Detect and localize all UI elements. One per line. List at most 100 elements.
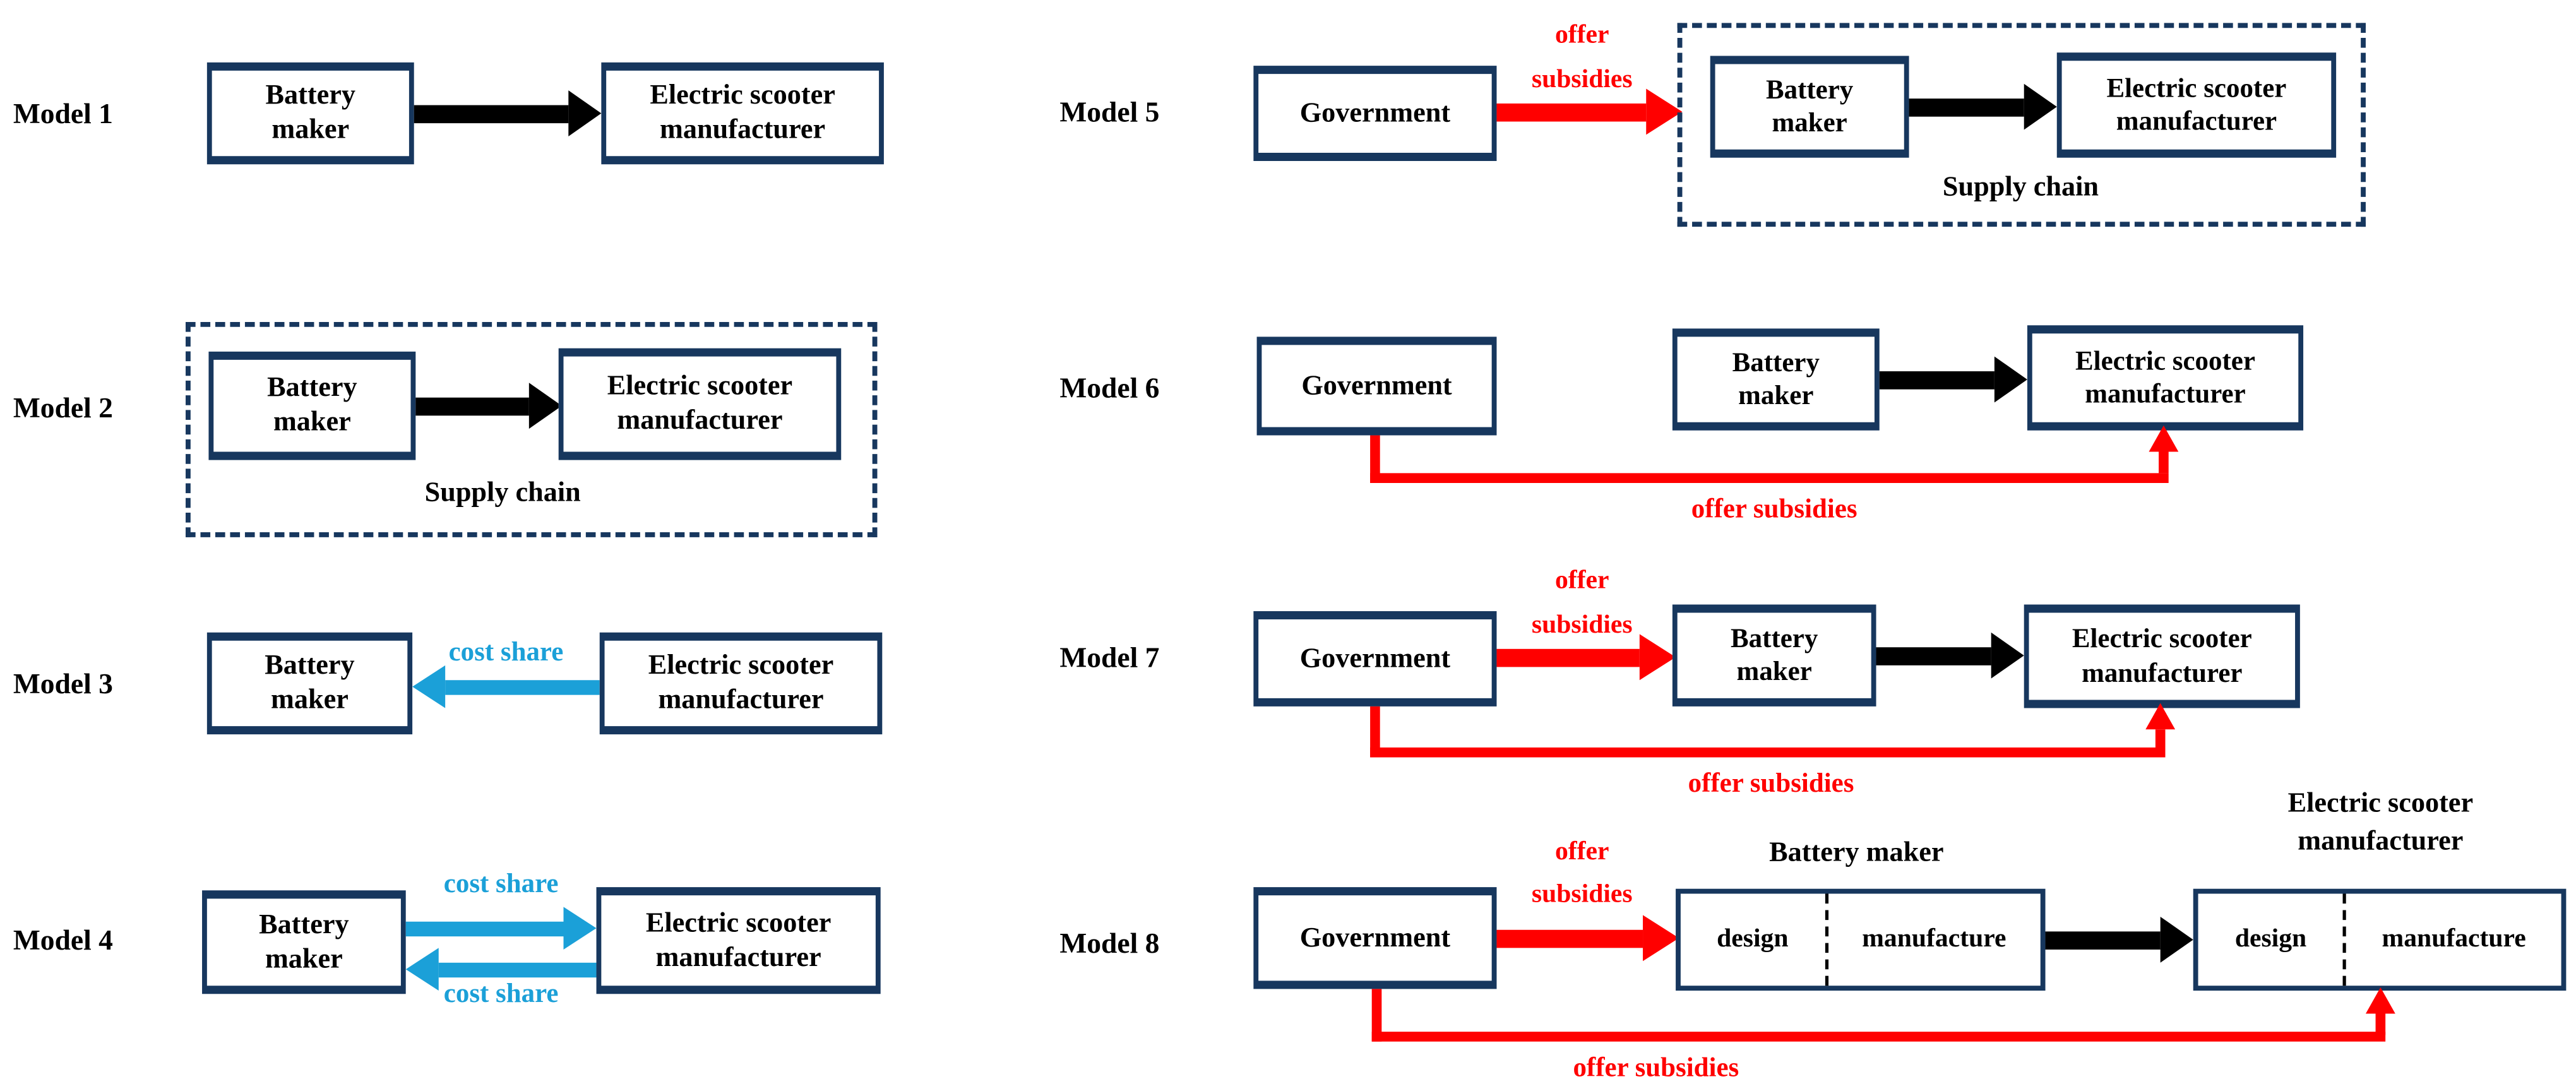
model-7-esm-box: Electric scooter manufacturer (2024, 604, 2300, 708)
model-8-subsidy-path-vertical-left (1371, 989, 1382, 1042)
model-6-government-box: Government (1256, 337, 1497, 436)
model-5-red-arrow-shaft (1496, 102, 1647, 121)
model-6-subsidy-path-vertical-left (1370, 435, 1380, 483)
model-8-black-arrow-shaft (2045, 931, 2161, 949)
model-8-government-box: Government (1253, 887, 1497, 989)
model-4-battery-maker-box: Battery maker (202, 890, 406, 994)
model-5-esm-box: Electric scooter manufacturer (2056, 52, 2337, 158)
model-6-subsidy-arrow-head-up (2149, 425, 2179, 452)
esm-text: Electric scooter manufacturer (650, 79, 835, 145)
model-6-offer-subsidies-label: offer subsidies (1691, 492, 1857, 525)
model-8-offer-subsidies-label-bottom: offer subsidies (1573, 1051, 1739, 1083)
model-4-cost-share-arrow-right-shaft (405, 921, 564, 936)
subsidies-text: subsidies (1531, 880, 1633, 909)
model-7-government-box: Government (1253, 611, 1497, 706)
model-8-subsidy-arrow-head-up (2365, 987, 2395, 1014)
model-6-black-arrow-head (1994, 356, 2027, 403)
offer-text: offer (1554, 21, 1609, 50)
model-8-esm-split-box: design manufacture (2193, 888, 2567, 991)
model-5-offer-subsidies-label: offer subsidies (1479, 13, 1686, 102)
model-7-subsidy-arrow-head-up (2145, 703, 2176, 730)
model-8-esm-title: Electric scooter manufacturer (2287, 787, 2474, 856)
model-4-cost-share-arrow-left-shaft (438, 962, 597, 977)
offer-text: offer (1554, 838, 1609, 866)
model-2-esm-box: Electric scooter manufacturer (558, 348, 842, 460)
model-5-supply-chain-dashed-box (1677, 23, 2366, 227)
model-4-esm-box: Electric scooter manufacturer (596, 887, 881, 994)
model-8-red-arrow-head (1643, 915, 1679, 962)
model-1-battery-maker-box: Battery maker (206, 62, 414, 165)
esm-manufacture-cell: manufacture (2343, 893, 2561, 986)
model-8-battery-maker-split-box: design manufacture (1676, 888, 2046, 991)
model-6-black-arrow-shaft (1879, 370, 1995, 389)
battery-maker-text: Battery maker (267, 371, 357, 438)
model-6-subsidy-path-vertical-right (2159, 450, 2169, 474)
battery-maker-manufacture-cell: manufacture (1824, 893, 2041, 986)
model-1-esm-box: Electric scooter manufacturer (601, 62, 884, 165)
model-4-cost-share-label-top: cost share (443, 867, 559, 899)
battery-maker-text: Battery maker (1765, 73, 1854, 138)
model-4-label: Model 4 (13, 923, 113, 957)
model-7-label: Model 7 (1059, 640, 1160, 674)
model-3-cost-share-arrow-head (412, 665, 446, 708)
model-4-cost-share-label-bottom: cost share (443, 977, 559, 1009)
model-2-label: Model 2 (13, 391, 113, 424)
model-8-offer-subsidies-label-top: offer subsidies (1482, 832, 1682, 917)
model-7-offer-subsidies-label-top: offer subsidies (1479, 559, 1686, 648)
government-text: Government (1301, 369, 1452, 400)
model-4-cost-share-arrow-left-head (405, 948, 439, 991)
model-1-label: Model 1 (13, 97, 113, 130)
model-7-subsidy-path-vertical-left (1370, 706, 1380, 758)
esm-text: Electric scooter manufacturer (2072, 623, 2252, 688)
government-text: Government (1299, 96, 1451, 128)
model-1-black-arrow-shaft (414, 104, 569, 122)
battery-maker-text: Battery maker (265, 79, 356, 145)
model-3-battery-maker-box: Battery maker (206, 632, 413, 735)
model-6-subsidy-path-horizontal (1370, 473, 2169, 483)
model-5-black-arrow-head (2024, 83, 2057, 130)
model-8-label: Model 8 (1059, 926, 1160, 960)
model-2-supply-chain-label: Supply chain (424, 476, 581, 508)
subsidies-text: subsidies (1531, 66, 1633, 94)
esm-text: Electric scooter manufacturer (2106, 72, 2287, 136)
model-2-supply-chain-dashed-box (186, 321, 878, 537)
model-7-black-arrow-shaft (1876, 646, 1991, 665)
model-3-cost-share-label: cost share (448, 635, 564, 667)
model-5-supply-chain-label: Supply chain (1942, 170, 2099, 203)
model-8-black-arrow-head (2160, 916, 2193, 963)
esm-text: Electric scooter manufacturer (607, 370, 793, 436)
model-2-battery-maker-box: Battery maker (208, 351, 416, 460)
model-8-subsidy-path-vertical-right (2375, 1013, 2386, 1035)
model-5-government-box: Government (1253, 66, 1497, 161)
model-7-subsidy-path-vertical-right (2155, 729, 2166, 751)
battery-maker-text: Battery maker (259, 908, 349, 974)
esm-text: Electric scooter manufacturer (645, 906, 832, 972)
esm-design-cell: design (2234, 925, 2307, 953)
model-5-red-arrow-head (1646, 88, 1683, 135)
model-5-black-arrow-shaft (1909, 97, 2024, 116)
model-5-battery-maker-box: Battery maker (1710, 56, 1909, 158)
government-text: Government (1299, 641, 1451, 673)
model-7-red-arrow-head (1639, 634, 1676, 681)
model-2-black-arrow-head (528, 383, 562, 429)
model-6-esm-box: Electric scooter manufacturer (2027, 325, 2304, 431)
model-7-battery-maker-box: Battery maker (1672, 604, 1876, 706)
model-8-red-arrow-shaft (1496, 929, 1643, 948)
esm-text: Electric scooter manufacturer (648, 649, 834, 715)
battery-maker-text: Battery maker (1732, 346, 1820, 411)
esm-text: Electric scooter manufacturer (2075, 345, 2255, 409)
model-3-cost-share-arrow-shaft (445, 679, 600, 695)
model-8-subsidy-path-horizontal (1371, 1032, 2386, 1042)
model-7-subsidy-path-horizontal (1370, 747, 2166, 758)
battery-maker-text: Battery maker (265, 649, 355, 715)
battery-maker-design-cell: design (1717, 925, 1789, 953)
model-2-black-arrow-shaft (415, 396, 529, 415)
battery-maker-text: Battery maker (1731, 622, 1818, 687)
model-3-esm-box: Electric scooter manufacturer (599, 632, 883, 735)
government-text: Government (1299, 921, 1451, 953)
model-7-black-arrow-head (1991, 632, 2024, 679)
model-7-red-arrow-shaft (1496, 648, 1640, 667)
model-4-cost-share-arrow-right-head (563, 907, 597, 950)
model-8-battery-maker-title: Battery maker (1769, 836, 1944, 867)
